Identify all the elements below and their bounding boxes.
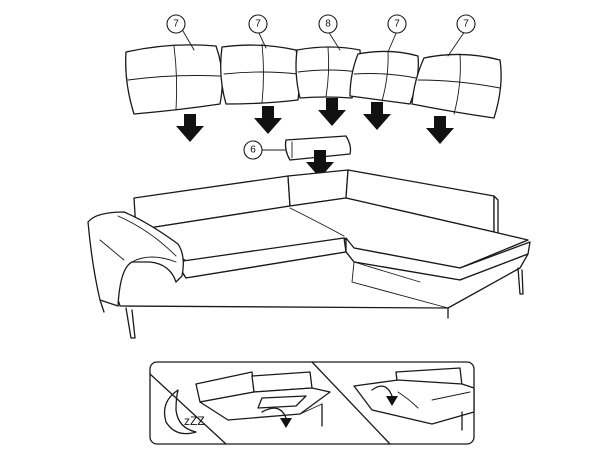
callout-label: 6 (250, 145, 256, 156)
sleep-function-panel: zZZ (149, 361, 475, 445)
back-cushions (125, 43, 502, 119)
moon-icon (163, 389, 197, 435)
rotate-arrow-icon (261, 407, 292, 428)
back-cushion-3 (295, 46, 361, 99)
callout-4: 7 (387, 14, 407, 34)
callout-label: 7 (255, 19, 261, 30)
callout-label: 8 (325, 19, 331, 30)
sofa-leg (125, 307, 136, 339)
callout-leaders (182, 30, 466, 151)
down-arrow-icon (306, 150, 334, 178)
down-arrow-icon (254, 106, 282, 134)
rotate-arrow-icon (371, 385, 398, 406)
sofa-leg (517, 267, 524, 295)
callout-3: 8 (318, 14, 338, 34)
sofa-leg (99, 299, 105, 313)
corner-sofa (87, 169, 531, 339)
callout-1: 7 (166, 14, 186, 34)
back-cushion-4 (349, 50, 419, 105)
down-arrow-icon (363, 102, 391, 130)
callout-6: 6 (243, 140, 263, 160)
sofa-conversion-step-1 (195, 371, 331, 427)
down-arrow-icon (426, 116, 454, 144)
sofa-conversion-step-2 (353, 367, 475, 431)
down-arrow-icon (318, 98, 346, 126)
callout-label: 7 (394, 19, 400, 30)
callout-label: 7 (173, 19, 179, 30)
back-cushion-1 (125, 44, 223, 115)
sleep-note: zZZ (184, 414, 205, 428)
back-cushion-5 (411, 53, 502, 119)
back-cushion-2 (220, 43, 301, 105)
down-arrow-icon (176, 114, 204, 142)
callout-2: 7 (248, 14, 268, 34)
headrest-cushion (284, 135, 352, 161)
callout-5: 7 (456, 14, 476, 34)
callout-label: 7 (463, 19, 469, 30)
